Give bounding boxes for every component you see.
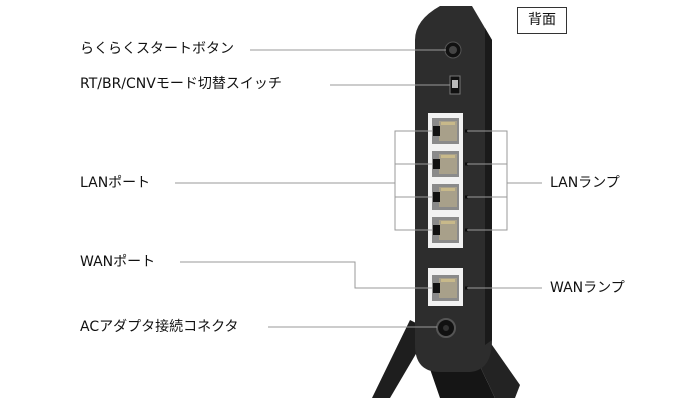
callout-lan-port: LANポート	[80, 175, 151, 191]
callout-ac-adapter: ACアダプタ接続コネクタ	[80, 319, 239, 335]
lan-lamp-led	[465, 162, 468, 166]
lan-port-icon-3	[432, 184, 459, 210]
callout-lan-lamp: LANランプ	[550, 175, 620, 191]
lan-lamp-led	[465, 129, 468, 133]
lan-lamp-led	[465, 228, 468, 232]
callout-easy-start-button: らくらくスタートボタン	[80, 41, 234, 57]
lan-lamp-led	[465, 195, 468, 199]
lan-ports	[432, 118, 459, 243]
ac-connector-icon	[436, 318, 456, 338]
callout-wan-port: WANポート	[80, 254, 156, 270]
lan-port-icon-1	[432, 118, 459, 144]
wan-port-jack	[432, 275, 459, 301]
wan-lamp-led	[465, 286, 468, 290]
lan-port-icon-4	[432, 217, 459, 243]
view-label: 背面	[517, 7, 567, 34]
mode-switch-icon	[449, 75, 461, 95]
callout-mode-switch: RT/BR/CNVモード切替スイッチ	[80, 76, 282, 92]
wan-port-icon	[432, 275, 459, 301]
callout-wan-lamp: WANランプ	[550, 280, 625, 296]
lamp-leds	[465, 129, 468, 290]
leader-lines	[175, 49, 542, 328]
lan-port-icon-2	[432, 151, 459, 177]
easy-start-button-icon	[444, 41, 462, 59]
